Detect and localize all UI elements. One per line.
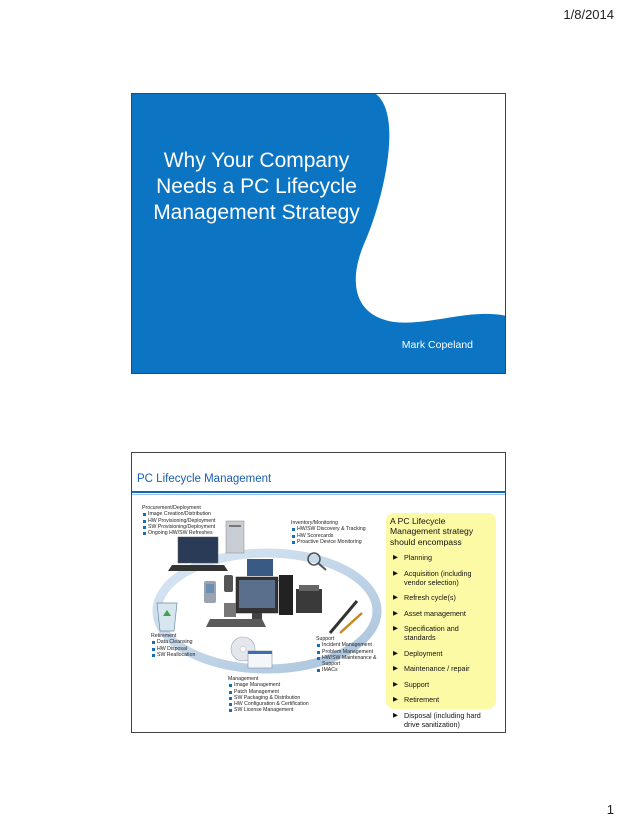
list-item: Image Creation/Distribution: [142, 511, 215, 517]
keyboard-icon: [206, 619, 266, 627]
callout-item: ▶ Acquisition (including vendor selection…: [390, 569, 492, 587]
laptop-icon: [168, 536, 228, 571]
right-triangle-icon: ▶: [393, 594, 398, 602]
callout-item: ▶ Planning: [390, 553, 492, 562]
inventory-label: Inventory/Monitoring HW/SW Discovery & T…: [291, 520, 366, 545]
procurement-label: Procurement/Deployment Image Creation/Di…: [142, 505, 215, 536]
cycle-ring: [152, 548, 382, 674]
blue-wave-shape: [132, 94, 505, 373]
callout-item-text: Retirement: [404, 695, 440, 705]
list-item: IMACs: [316, 667, 384, 673]
callout-item: ▶ Support: [390, 680, 492, 689]
right-triangle-icon: ▶: [393, 649, 398, 657]
list-item: SW Provisioning/Deployment: [142, 524, 215, 530]
lifecycle-illustration: [152, 520, 382, 674]
slide-background: [132, 94, 505, 373]
label-heading: Management: [228, 676, 259, 682]
slide-title: Why Your Company Needs a PC Lifecycle Ma…: [144, 148, 369, 226]
list-item: HW Disposal: [151, 646, 195, 652]
software-window-icon: [247, 650, 273, 669]
list-item: HW/SW Discovery & Tracking: [291, 526, 366, 532]
right-triangle-icon: ▶: [393, 569, 398, 577]
list-item: HW Provisioning/Deployment: [142, 518, 215, 524]
list-item: Problem Management: [316, 649, 384, 655]
recycle-bin-icon: [156, 602, 178, 632]
printer-icon: [296, 585, 322, 613]
list-item: Ongoing HW/SW Refreshes: [142, 530, 215, 536]
title-slide: Why Your Company Needs a PC Lifecycle Ma…: [131, 93, 506, 374]
right-triangle-icon: ▶: [393, 665, 398, 673]
server-icon: [224, 603, 236, 617]
title-divider-light: [132, 494, 505, 495]
list-item: Image Management: [228, 682, 309, 688]
title-divider: [132, 491, 505, 493]
list-item: SW License Management: [228, 707, 309, 713]
monitor-icon: [235, 576, 279, 621]
callout-item: ▶ Specification and standards: [390, 624, 492, 642]
pda-icon: [204, 581, 216, 603]
label-heading: Procurement/Deployment: [142, 505, 201, 511]
strategy-callout: A PC Lifecycle Management strategy shoul…: [386, 513, 496, 729]
callout-item: ▶ Refresh cycle(s): [390, 593, 492, 602]
callout-item: ▶ Retirement: [390, 695, 492, 704]
tools-icon: [328, 600, 363, 634]
list-item: Incident Management: [316, 642, 384, 648]
callout-item-text: Acquisition (including vendor selection): [404, 568, 472, 587]
right-triangle-icon: ▶: [393, 625, 398, 633]
callout-title-line: should encompass: [390, 536, 462, 547]
label-heading: Inventory/Monitoring: [291, 520, 338, 526]
callout-title-line: Management strategy: [390, 526, 474, 537]
callout-item-text: Asset management: [404, 608, 466, 618]
callout-item: ▶ Deployment: [390, 649, 492, 658]
header-date: 1/8/2014: [563, 7, 614, 22]
callout-item: ▶ Maintenance / repair: [390, 664, 492, 673]
author-name: Mark Copeland: [401, 339, 473, 351]
page-number: 1: [606, 802, 614, 817]
list-item: HW Configuration & Certification: [228, 701, 309, 707]
lifecycle-slide: PC Lifecycle Management: [131, 452, 506, 733]
title-line: Why Your Company: [163, 149, 350, 172]
callout-item-text: Support: [404, 679, 430, 689]
label-heading: Retirement: [151, 633, 177, 639]
desktop-tower-icon: [279, 575, 293, 615]
callout-item-text: Maintenance / repair: [404, 664, 470, 674]
title-line: Needs a PC Lifecycle: [156, 175, 357, 198]
list-item: HW Scorecards: [291, 533, 366, 539]
right-triangle-icon: ▶: [393, 696, 398, 704]
right-triangle-icon: ▶: [393, 711, 398, 719]
list-item: HW/SW Maintenance & Support: [316, 655, 384, 668]
magnifier-icon: [307, 552, 327, 571]
callout-item: ▶ Disposal (including hard drive sanitiza…: [390, 711, 492, 729]
callout-title-line: A PC Lifecycle: [390, 516, 446, 526]
desktop-tower-icon: [225, 520, 245, 554]
callout-item-text: Deployment: [404, 648, 443, 658]
callout-list: ▶ Planning ▶ Acquisition (including vendor…: [390, 553, 492, 729]
list-item: Proactive Device Monitoring: [291, 539, 366, 545]
management-label: Management Image Management Patch Manage…: [228, 676, 309, 714]
callout-item-text: Specification and standards: [404, 624, 459, 643]
list-item: SW Packaging & Distribution: [228, 695, 309, 701]
callout-title: A PC Lifecycle Management strategy shoul…: [390, 516, 492, 547]
title-line: Management Strategy: [153, 201, 360, 224]
slide-title: PC Lifecycle Management: [137, 473, 272, 485]
list-item: Data Cleansing: [151, 639, 195, 645]
right-triangle-icon: ▶: [393, 609, 398, 617]
callout-item-text: Disposal (including hard drive sanitizat…: [404, 710, 481, 729]
callout-item-text: Refresh cycle(s): [404, 593, 456, 603]
list-item: SW Reallocation: [151, 652, 195, 658]
callout-item: ▶ Asset management: [390, 609, 492, 618]
retirement-label: Retirement Data Cleansing HW Disposal SW…: [151, 633, 195, 658]
label-heading: Support: [316, 636, 335, 642]
list-item: Patch Management: [228, 689, 309, 695]
phone-icon: [224, 575, 233, 592]
callout-item-text: Planning: [404, 553, 432, 563]
support-label: Support Incident Management Problem Mana…: [316, 636, 384, 674]
right-triangle-icon: ▶: [393, 554, 398, 562]
right-triangle-icon: ▶: [393, 680, 398, 688]
